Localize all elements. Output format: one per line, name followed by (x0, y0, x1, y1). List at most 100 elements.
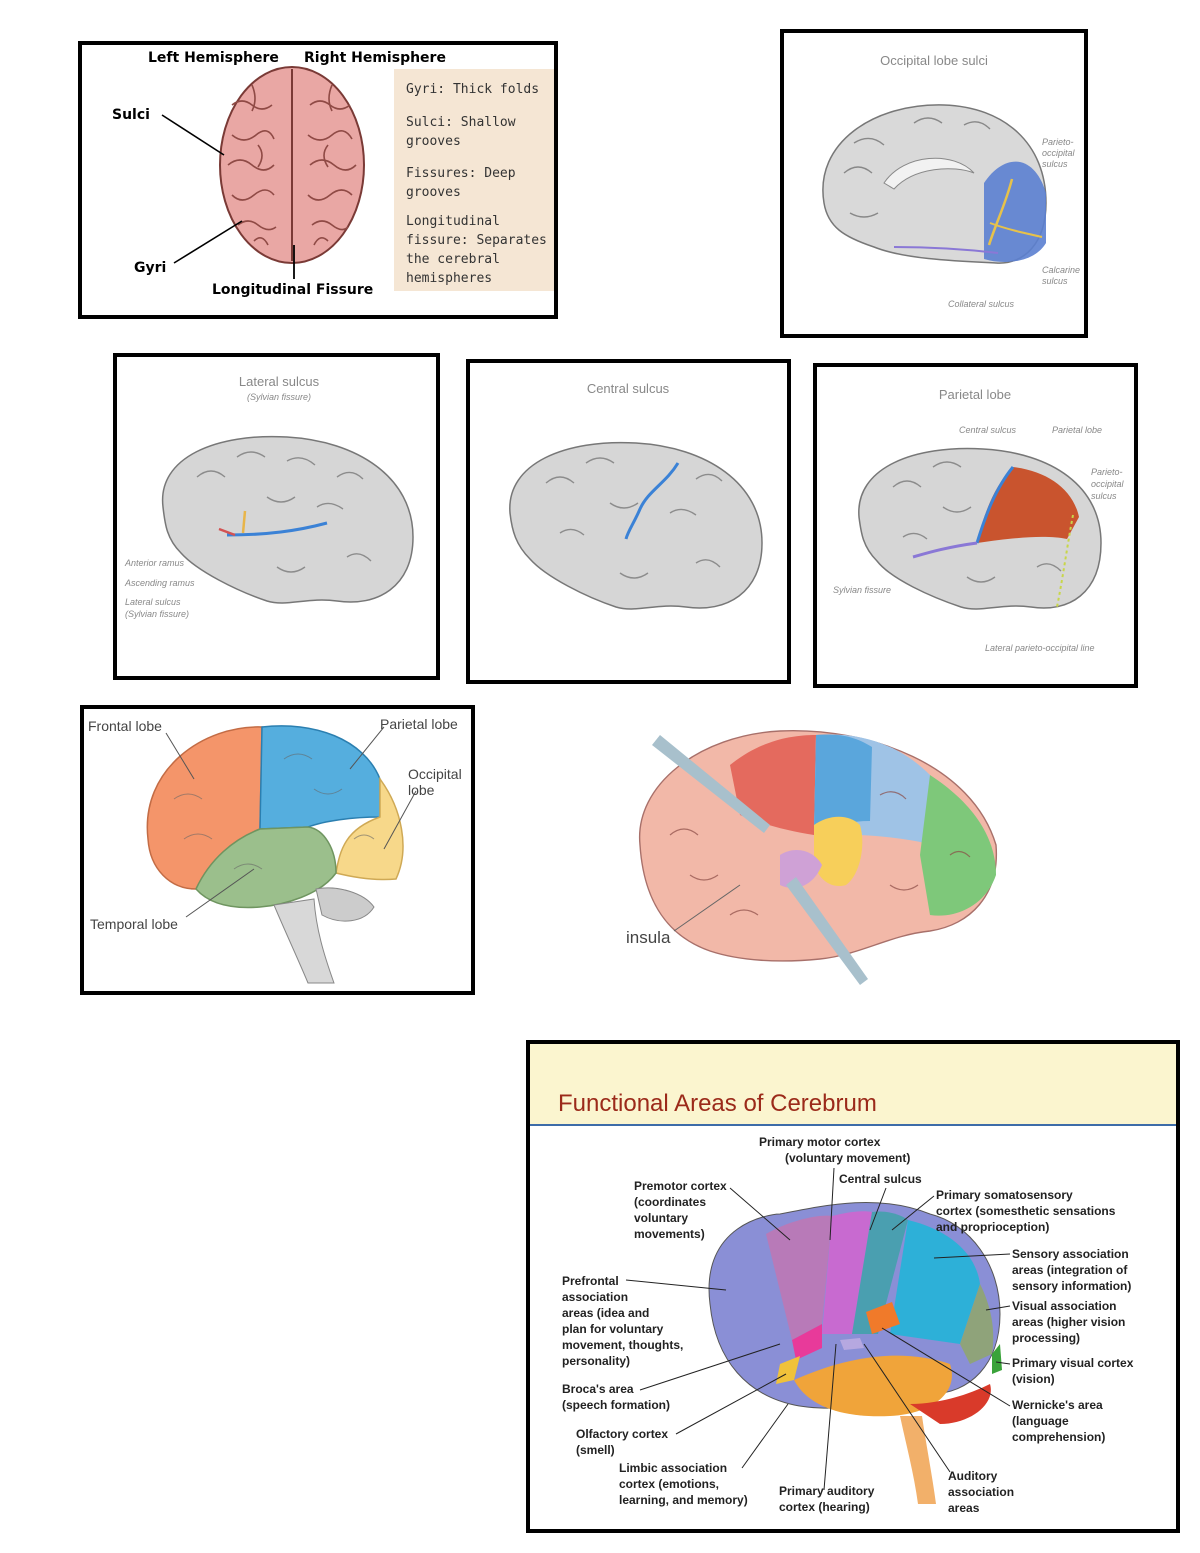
gyri-pointer (173, 220, 243, 264)
olfactory-line2: (smell) (576, 1443, 615, 1457)
somatosensory-line2: cortex (somesthetic sensations (936, 1204, 1116, 1218)
occipital-label-line1: Occipital (408, 766, 462, 782)
sulci-label: Sulci (112, 107, 150, 123)
legend-fissures-line2: grooves (406, 185, 461, 200)
auditory-assoc-line2: association (948, 1485, 1014, 1499)
frontal-pointer (165, 732, 195, 780)
parieto-occipital-line2: occipital (1042, 148, 1076, 158)
limbic-line3: learning, and memory) (619, 1493, 748, 1507)
gyri-label: Gyri (134, 260, 166, 276)
central-sulcus-label: Central sulcus (959, 425, 1017, 435)
calcarine-line1: Calcarine (1042, 265, 1080, 275)
insula-label: insula (626, 928, 671, 947)
limbic-line1: Limbic association (619, 1461, 727, 1475)
sensory-assoc-line2: areas (integration of (1012, 1263, 1128, 1277)
prefrontal-line3: areas (idea and (562, 1306, 649, 1320)
functional-pointers (625, 1167, 1011, 1491)
ascending-ramus-label: Ascending ramus (124, 578, 195, 588)
insula-pointer (673, 884, 741, 932)
lobes-diagram: Frontal lobe Parietal lobe Occipital lob… (88, 716, 462, 984)
occipital-labels: Parieto- occipital sulcus Calcarine sulc… (948, 137, 1080, 309)
somatosensory-line3: and proprioception) (936, 1220, 1049, 1234)
limbic-line2: cortex (emotions, (619, 1477, 719, 1491)
lobes-panel: Frontal lobe Parietal lobe Occipital lob… (80, 705, 475, 995)
legend-sulci-line1: Sulci: Shallow (406, 115, 516, 130)
central-brain-view (509, 441, 763, 610)
sylvian-fissure-label: Sylvian fissure (833, 585, 891, 595)
temporal-lobe-label: Temporal lobe (90, 916, 178, 932)
parietal-lobe-diagram: Parietal lobe Central sulcus Parietal lo… (833, 387, 1125, 653)
wernicke-line1: Wernicke's area (1012, 1398, 1103, 1412)
primary-motor-line1: Primary motor cortex (759, 1135, 881, 1149)
legend-long-line1: Longitudinal (406, 214, 500, 229)
parieto-occipital-line1: Parieto- (1042, 137, 1074, 147)
insula-brain-view (639, 730, 998, 985)
wernicke-line2: (language (1012, 1414, 1069, 1428)
longitudinal-fissure-label: Longitudinal Fissure (212, 282, 373, 298)
functional-title: Functional Areas of Cerebrum (558, 1090, 877, 1117)
somatosensory-line1: Primary somatosensory (936, 1188, 1073, 1202)
olfactory-line1: Olfactory cortex (576, 1427, 668, 1441)
lateral-sulcus-labels: Anterior ramus Ascending ramus Lateral s… (124, 558, 195, 619)
functional-areas-diagram: Primary motor cortex (voluntary movement… (562, 1135, 1134, 1515)
legend-gyri: Gyri: Thick folds (406, 82, 539, 97)
legend-long-line2: fissure: Separates (406, 233, 547, 248)
functional-header: Functional Areas of Cerebrum (530, 1044, 1176, 1126)
left-hemisphere-label: Left Hemisphere (148, 50, 279, 66)
legend-long-line4: hemispheres (406, 271, 492, 286)
central-sulcus-title: Central sulcus (587, 381, 670, 396)
anterior-ramus-label: Anterior ramus (124, 558, 185, 568)
prefrontal-line1: Prefrontal (562, 1274, 619, 1288)
legend-sulci-line2: grooves (406, 134, 461, 149)
insula-diagram: insula (626, 730, 998, 985)
medial-brain-view (822, 104, 1047, 264)
premotor-line3: voluntary (634, 1211, 688, 1225)
parietal-pointer (349, 726, 385, 770)
parietal-labels: Central sulcus Parietal lobe Parieto- oc… (833, 425, 1125, 653)
parieto-occipital-line3-p5: sulcus (1091, 491, 1117, 501)
frontal-lobe-label: Frontal lobe (88, 718, 162, 734)
legend-box (394, 69, 554, 291)
temporal-pointer (185, 868, 255, 918)
auditory-assoc-line3: areas (948, 1501, 980, 1515)
lateral-parieto-occipital-label: Lateral parieto-occipital line (985, 643, 1095, 653)
lateral-sulcus-label-line1: Lateral sulcus (125, 597, 181, 607)
broca-line1: Broca's area (562, 1382, 634, 1396)
parieto-occipital-line3: sulcus (1042, 159, 1068, 169)
parietal-lobe-panel: Parietal lobe Central sulcus Parietal lo… (813, 363, 1138, 688)
hemispheres-panel: Left Hemisphere Right Hemisphere Sulci G… (78, 41, 558, 319)
primary-auditory-line2: cortex (hearing) (779, 1500, 870, 1514)
parietal-lobe-label: Parietal lobe (1052, 425, 1102, 435)
occipital-sulci-panel: Occipital lobe sulci Parieto- occipital … (780, 29, 1088, 338)
visual-assoc-line1: Visual association (1012, 1299, 1117, 1313)
parieto-occipital-line2-p5: occipital (1091, 479, 1125, 489)
primary-motor-line2: (voluntary movement) (785, 1151, 910, 1165)
calcarine-line2: sulcus (1042, 276, 1068, 286)
occipital-label-line2: lobe (408, 782, 435, 798)
auditory-assoc-line1: Auditory (948, 1469, 998, 1483)
premotor-line4: movements) (634, 1227, 705, 1241)
sensory-assoc-line1: Sensory association (1012, 1247, 1129, 1261)
visual-assoc-line2: areas (higher vision (1012, 1315, 1125, 1329)
prefrontal-line4: plan for voluntary (562, 1322, 664, 1336)
collateral-sulcus-label: Collateral sulcus (948, 299, 1015, 309)
lateral-sulcus-diagram: Lateral sulcus (Sylvian fissure) Anterio… (124, 374, 414, 619)
occipital-pointer (383, 790, 417, 850)
lateral-sulcus-panel: Lateral sulcus (Sylvian fissure) Anterio… (113, 353, 440, 680)
lobes-brain-view (146, 725, 404, 984)
functional-brain-view (708, 1202, 1002, 1504)
right-hemisphere-label: Right Hemisphere (304, 50, 446, 66)
primary-visual-line2: (vision) (1012, 1372, 1055, 1386)
lateral-brain-view (161, 435, 414, 604)
brain-top-view (219, 66, 365, 264)
broca-line2: (speech formation) (562, 1398, 670, 1412)
parietal-title: Parietal lobe (939, 387, 1011, 402)
sulci-pointer (161, 114, 225, 156)
functional-areas-panel: Functional Areas of Cerebrum (526, 1040, 1180, 1533)
prefrontal-line6: personality) (562, 1354, 630, 1368)
occipital-title: Occipital lobe sulci (880, 53, 988, 68)
prefrontal-line2: association (562, 1290, 628, 1304)
legend-fissures-line1: Fissures: Deep (406, 166, 516, 181)
lateral-sulcus-label-line2: (Sylvian fissure) (125, 609, 189, 619)
parieto-occipital-line1-p5: Parieto- (1091, 467, 1123, 477)
